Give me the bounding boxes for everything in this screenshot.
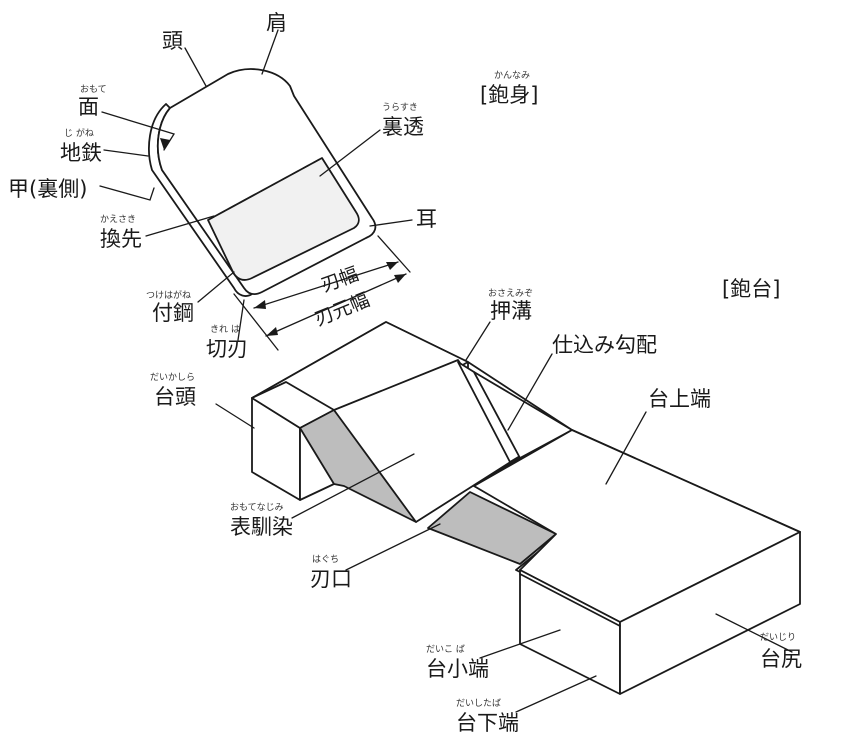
label-kata: 肩 [266,11,287,35]
label-urasuki-ruby: うらすき [382,102,418,113]
label-daikoba-ruby: だいこ ば [426,644,465,655]
label-hahaba: 刃幅 [318,263,361,297]
body-leaders [215,321,793,713]
label-daijiri: 台尻 [760,647,802,671]
label-hamotohaba: 刃元幅 [312,289,373,331]
body-section-title: [鉋台] [722,277,780,301]
label-atama: 頭 [162,29,183,53]
label-kou: 甲(裏側) [8,177,87,201]
label-tsukehagane: 付鋼 [152,301,194,325]
label-osaemizo: 押溝 [490,299,532,323]
blade-title-ruby: かんなみ [494,70,530,81]
blade-width-dimension [233,235,411,351]
blade [148,68,377,297]
label-omotenajimi-ruby: おもてなじみ [230,502,284,513]
label-daikashira-ruby: だいかしら [150,372,195,383]
label-haguchi-ruby: はぐち [312,554,339,565]
blade-leaders [99,29,413,341]
plane-body [251,321,801,695]
label-jigane-ruby: じ がね [64,127,94,139]
label-daiuwaba: 台上端 [648,387,711,411]
label-omote-ruby: おもて [80,84,107,95]
blade-section-title: [鉋身] [480,83,538,107]
blade-steel-region [207,157,360,281]
label-daikashira: 台頭 [154,385,196,409]
label-daikoba: 台小端 [426,657,489,681]
label-kireha: 切刃 [206,337,248,361]
label-daijiri-ruby: だいじり [760,632,796,643]
label-kireha-ruby: きれ は [210,324,240,335]
label-jigane: 地鉄 [60,141,102,165]
label-shikomi: 仕込み勾配 [552,333,657,357]
label-daishitaba-ruby: だいしたば [456,698,501,709]
kaesaki-dashed-line [207,157,323,221]
label-omote: 面 [78,95,99,119]
label-tsukehagane-ruby: つけはがね [146,289,191,301]
label-daishitaba: 台下端 [456,711,519,735]
label-omotenajimi: 表馴染 [230,515,293,539]
label-kaesaki: 換先 [100,227,142,251]
label-kaesaki-ruby: かえさき [100,214,136,225]
label-osaemizo-ruby: おさえみぞ [488,288,533,299]
label-mimi: 耳 [416,207,437,231]
label-haguchi: 刃口 [310,567,352,591]
label-urasuki: 裏透 [382,115,424,139]
